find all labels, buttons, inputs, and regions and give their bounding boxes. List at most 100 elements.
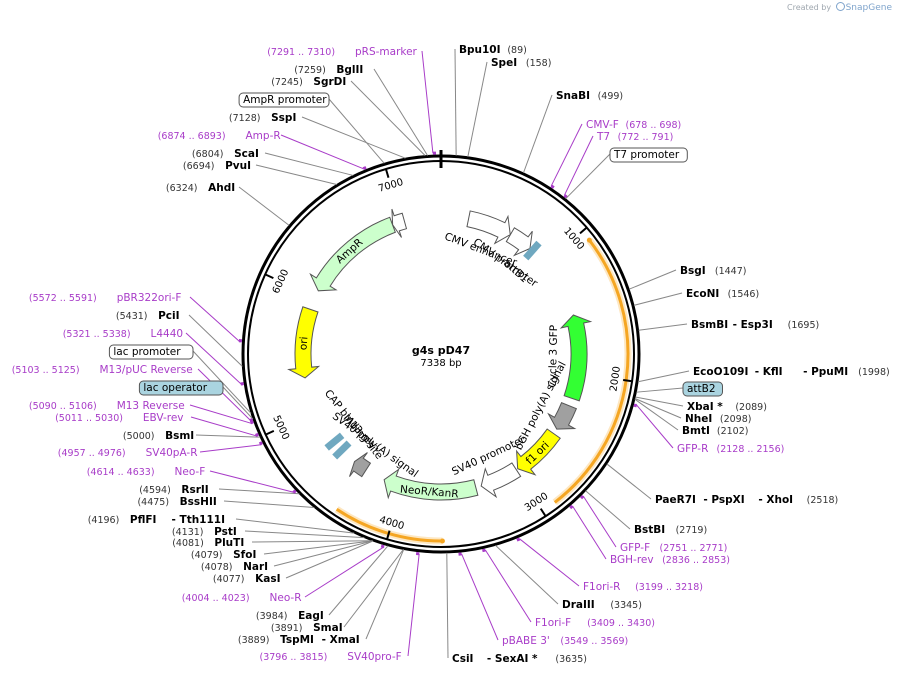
site-label-t7[interactable]: T7(772 .. 791) [596,131,673,143]
enzyme-name: - PpuMI [803,366,848,378]
site-label-pvui[interactable]: (6694)PvuI [183,160,251,172]
enzyme-name: BssHII [180,496,217,508]
site-label-neo-r[interactable]: (4004 .. 4023)Neo-R [182,592,302,604]
enzyme-name: BsgI [680,265,706,277]
enzyme-position: (2518) [807,495,839,506]
primer-site-mark [516,537,521,542]
site-label-gfp-f[interactable]: GFP-F(2751 .. 2771) [620,542,727,554]
feature-sv40-promoter[interactable] [480,462,522,499]
site-label-xbai[interactable]: XbaI *(2089) [687,401,767,413]
site-label-econi[interactable]: EcoNI(1546) [686,288,759,300]
site-label-f1ori-f[interactable]: F1ori-F(3409 .. 3430) [535,617,655,629]
site-label-ebv-rev[interactable]: (5011 .. 5030)EBV-rev [55,412,183,424]
leader-line [188,314,243,367]
feature-cmv-enhancer[interactable] [466,210,511,245]
site-label-paer7i[interactable]: PaeR7I- PspXI- XhoI(2518) [655,494,838,506]
enzyme-name: PciI [158,310,179,322]
enzyme-name: SspI [271,112,296,124]
enzyme-name: Bpu10I [459,44,501,56]
site-label-bsgi[interactable]: BsgI(1447) [680,265,746,277]
site-label-ahdi[interactable]: (6324)AhdI [166,182,235,194]
feature-neor-kanr[interactable] [383,468,479,501]
site-label-sv40pa-r[interactable]: (4957 .. 4976)SV40pA-R [58,447,198,459]
site-label-bpu10i[interactable]: Bpu10I(89) [459,44,527,56]
site-label-neo-f[interactable]: (4614 .. 4633)Neo-F [87,466,206,478]
enzyme-position: (6324) [166,183,198,194]
site-label-bgh-rev[interactable]: BGH-rev(2836 .. 2853) [610,554,730,566]
feature-cmv-promoter[interactable] [505,227,533,257]
site-label-f1ori-r[interactable]: F1ori-R(3199 .. 3218) [583,581,703,593]
feature-f1-ori[interactable] [515,428,561,476]
leader-line [328,98,385,164]
site-label-bmti[interactable]: BmtI(2102) [682,425,748,437]
site-label-eagi[interactable]: (3984)EagI [256,610,324,622]
site-label-snabi[interactable]: SnaBI(499) [556,90,623,102]
site-label-gfp-r[interactable]: GFP-R(2128 .. 2156) [677,443,784,455]
site-label-spei[interactable]: SpeI(158) [491,57,551,69]
site-label-pflfi[interactable]: (4196)PflFI- Tth111I [88,514,225,526]
site-label-m13-puc-reverse[interactable]: (5103 .. 5125)M13/pUC Reverse [12,364,193,376]
primer-name: Amp-R [246,130,281,142]
site-label-draiii[interactable]: DraIII(3345) [562,599,642,611]
site-label-bsmbi[interactable]: BsmBI- Esp3I(1695) [691,319,819,331]
site-label-nhei[interactable]: NheI(2098) [685,413,751,425]
site-label-scai[interactable]: (6804)ScaI [192,148,259,160]
site-label-prs-marker[interactable]: (7291 .. 7310)pRS-marker [267,46,417,58]
leader-line [235,518,355,534]
site-label-pbr322ori-f[interactable]: (5572 .. 5591)pBR322ori-F [29,292,182,304]
site-label-kasi[interactable]: (4077)KasI [213,573,281,585]
feature-sv40-poly-a-signal[interactable] [349,452,372,478]
feature-label: NeoR/KanR [400,484,459,501]
site-label-nari[interactable]: (4078)NarI [201,561,268,573]
site-label-sgrdi[interactable]: (7245)SgrDI [271,76,346,88]
enzyme-name: CsiI [452,653,473,665]
primer-range: (5103 .. 5125) [12,365,80,376]
primer-range: (6874 .. 6893) [158,131,226,142]
site-label-bsmi[interactable]: (5000)BsmI [123,430,194,442]
orange-arc-end [439,538,445,544]
site-label-sspi[interactable]: (7128)SspI [229,112,296,124]
site-label-tspmi[interactable]: (3889)TspMI- XmaI [238,634,360,646]
enzyme-name: BstBI [634,524,665,536]
enzyme-position: (158) [526,58,552,69]
site-label-pcii[interactable]: (5431)PciI [116,310,180,322]
enzyme-name: EcoO109I [693,366,748,378]
site-label-amp-r[interactable]: (6874 .. 6893) Amp-R [158,130,281,142]
site-label-l4440[interactable]: (5321 .. 5338)L4440 [63,328,183,340]
site-label-t7-promoter[interactable]: T7 promoter [609,147,688,163]
site-label-lac-operator[interactable]: lac operator [138,380,224,396]
site-label-sv40pro-f[interactable]: (3796 .. 3815)SV40pro-F [260,651,402,663]
primer-site-mark [254,432,259,437]
primer-name: pBR322ori-F [117,292,182,304]
site-label-csii[interactable]: CsiI- SexAI *(3635) [452,653,587,665]
feature-tag: lac operator [143,382,207,394]
site-label-sfoi[interactable]: (4079)SfoI [191,549,256,561]
leader-line [633,292,683,306]
feature-cap-binding-site[interactable] [324,432,345,451]
site-label-cmv-f[interactable]: CMV-F(678 .. 698) [586,119,681,131]
feature-ampr-promoter[interactable] [391,208,408,238]
site-label-psti[interactable]: (4131)PstI [172,526,237,538]
feature-m13-rev[interactable] [332,440,352,460]
feature-ori[interactable] [287,306,321,379]
feature-bgh-poly-a-signal[interactable] [547,402,578,430]
site-label-bstbi[interactable]: BstBI(2719) [634,524,707,536]
leader-line [636,387,684,393]
site-label-attb2[interactable]: attB2 [682,381,723,397]
site-label-rsrii[interactable]: (4594)RsrII [139,484,209,496]
site-label-m13-reverse[interactable]: (5090 .. 5106)M13 Reverse [29,400,185,412]
enzyme-name: - PspXI [703,494,744,506]
feature-cycle-3-gfp[interactable] [559,314,593,402]
site-label-lac-promoter[interactable]: lac promoter [108,344,194,360]
site-label-smai[interactable]: (3891)SmaI [271,622,343,634]
plasmid-size: 7338 bp [420,358,461,369]
enzyme-position: (3891) [271,623,303,634]
site-label-bglii[interactable]: (7259)BglII [294,64,363,76]
feature-ampr[interactable] [309,216,396,292]
feature-attb1[interactable] [523,240,542,261]
site-label-ampr-promoter[interactable]: AmpR promoter [238,92,330,108]
site-label-bsshii[interactable]: (4475)BssHII [137,496,216,508]
site-label-eco0109i[interactable]: EcoO109I- KflI- PpuMI(1998) [693,366,890,378]
site-label-pluti[interactable]: (4081)PluTI [172,537,244,549]
site-label-pbabe3[interactable]: pBABE 3'(3549 .. 3569) [502,635,628,647]
